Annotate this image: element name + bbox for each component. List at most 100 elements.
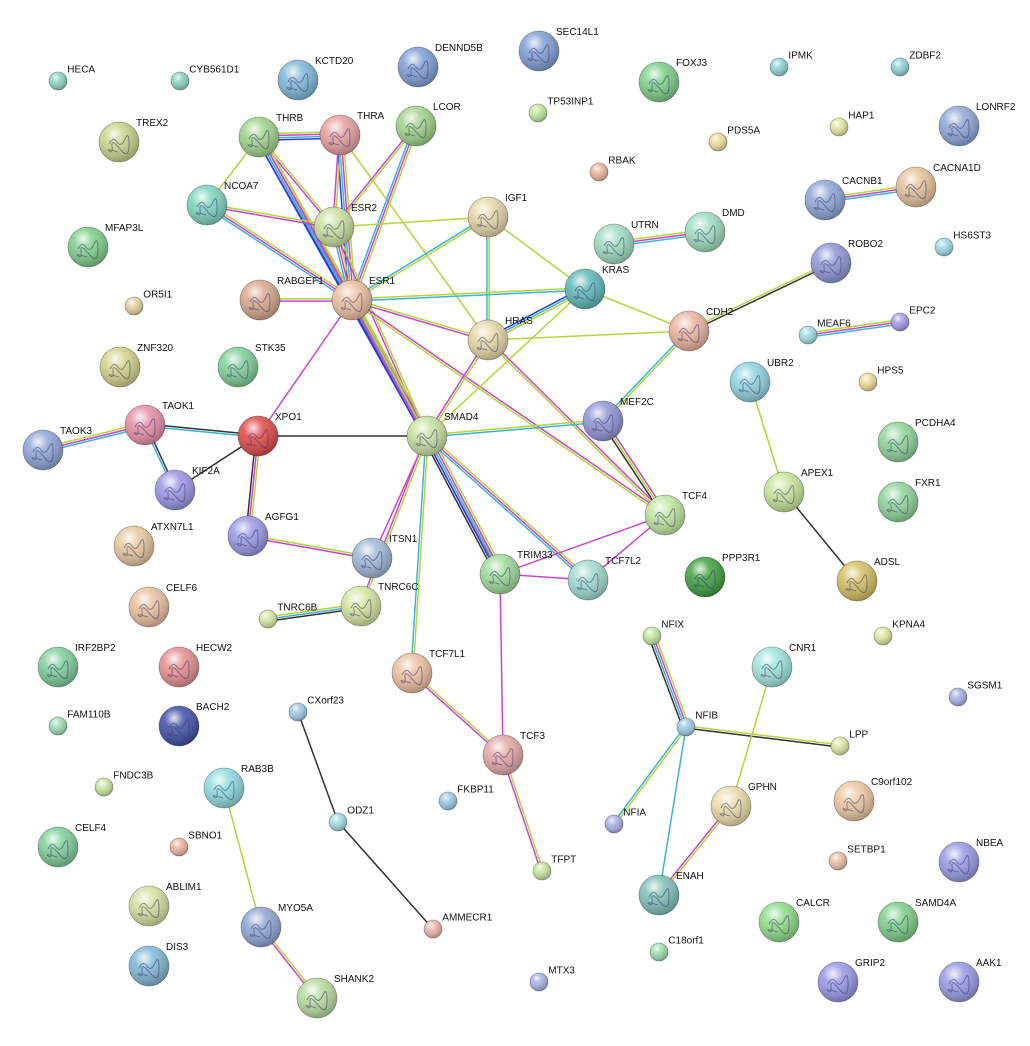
node-tcf4[interactable]: TCF4 [644, 491, 707, 536]
node-igf1[interactable]: IGF1 [467, 193, 528, 238]
node-esr2[interactable]: ESR2 [313, 203, 378, 248]
node-cacnb1[interactable]: CACNB1 [804, 176, 883, 221]
node-foxj3[interactable]: FOXJ3 [638, 58, 708, 103]
node-hs6st3[interactable]: HS6ST3 [934, 231, 992, 257]
node-celf6[interactable]: CELF6 [128, 583, 198, 628]
node-calcr[interactable]: CALCR [758, 898, 830, 943]
node-dmd[interactable]: DMD [684, 208, 745, 253]
node-znf320[interactable]: ZNF320 [99, 343, 174, 388]
node-itsn1[interactable]: ITSN1 [351, 534, 418, 579]
node-ppp3r1[interactable]: PPP3R1 [684, 553, 761, 598]
node-utrn[interactable]: UTRN [593, 220, 659, 265]
node-cyb561d1[interactable]: CYB561D1 [170, 65, 240, 91]
node-tcf3[interactable]: TCF3 [482, 731, 545, 776]
node-shank2[interactable]: SHANK2 [296, 974, 374, 1019]
node-c9orf102[interactable]: C9orf102 [833, 777, 913, 822]
node-mtx3[interactable]: MTX3 [529, 966, 575, 992]
edge-line-green [350, 300, 665, 517]
node-esr1[interactable]: ESR1 [331, 276, 396, 321]
node-stk35[interactable]: STK35 [217, 343, 286, 388]
node-c18orf1[interactable]: C18orf1 [649, 936, 704, 962]
node-robo2[interactable]: ROBO2 [810, 239, 883, 284]
node-sphere-highlight [529, 104, 547, 122]
node-sphere-highlight [830, 118, 848, 136]
node-nfia[interactable]: NFIA [604, 808, 646, 834]
node-pds5a[interactable]: PDS5A [708, 126, 760, 152]
node-thra[interactable]: THRA [319, 111, 385, 156]
node-tnrc6b[interactable]: TNRC6B [258, 603, 318, 629]
node-bach2[interactable]: BACH2 [158, 702, 230, 747]
node-rbak[interactable]: RBAK [589, 156, 636, 182]
node-kpna4[interactable]: KPNA4 [873, 620, 926, 646]
node-irf2bp2[interactable]: IRF2BP2 [37, 643, 116, 688]
node-fam110b[interactable]: FAM110B [48, 710, 111, 736]
node-rab3b[interactable]: RAB3B [203, 764, 274, 809]
node-kras[interactable]: KRAS [564, 265, 630, 310]
node-setbp1[interactable]: SETBP1 [828, 845, 886, 871]
node-rabgef1[interactable]: RABGEF1 [239, 276, 324, 321]
node-fxr1[interactable]: FXR1 [877, 478, 941, 523]
node-samd4a[interactable]: SAMD4A [877, 898, 956, 943]
node-thrb[interactable]: THRB [238, 113, 304, 158]
node-meaf6[interactable]: MEAF6 [798, 319, 851, 345]
node-sphere-highlight [896, 167, 936, 207]
node-nbea[interactable]: NBEA [938, 838, 1004, 883]
node-myo5a[interactable]: MYO5A [240, 903, 313, 948]
node-sbno1[interactable]: SBNO1 [169, 831, 223, 857]
node-tnrc6c[interactable]: TNRC6C [340, 582, 419, 627]
node-hras[interactable]: HRAS [467, 316, 533, 361]
node-trex2[interactable]: TREX2 [98, 118, 169, 163]
node-epc2[interactable]: EPC2 [890, 306, 936, 332]
node-tp53inp1[interactable]: TP53INP1 [528, 97, 594, 123]
node-kctd20[interactable]: KCTD20 [277, 56, 354, 101]
node-xpo1[interactable]: XPO1 [237, 412, 302, 457]
node-cxorf23[interactable]: CXorf23 [288, 696, 344, 722]
node-tfpt[interactable]: TFPT [532, 855, 576, 881]
node-nfib[interactable]: NFIB [676, 711, 718, 737]
node-enah[interactable]: ENAH [638, 871, 704, 916]
node-lcor[interactable]: LCOR [395, 102, 461, 147]
node-trim33[interactable]: TRIM33 [479, 550, 553, 595]
node-adsl[interactable]: ADSL [836, 557, 901, 602]
node-lpp[interactable]: LPP [830, 730, 869, 756]
node-lonrf2[interactable]: LONRF2 [938, 102, 1016, 147]
node-atxn7l1[interactable]: ATXN7L1 [113, 522, 194, 567]
node-ncoa7[interactable]: NCOA7 [186, 181, 259, 226]
node-dis3[interactable]: DIS3 [128, 942, 189, 987]
node-sec14l1[interactable]: SEC14L1 [518, 27, 599, 72]
node-cacna1d[interactable]: CACNA1D [895, 163, 981, 208]
node-apex1[interactable]: APEX1 [763, 468, 834, 513]
node-grip2[interactable]: GRIP2 [817, 958, 885, 1003]
node-celf4[interactable]: CELF4 [37, 823, 107, 868]
node-dennd5b[interactable]: DENND5B [397, 43, 483, 88]
node-hecw2[interactable]: HECW2 [158, 643, 233, 688]
node-or5i1[interactable]: OR5I1 [124, 290, 173, 316]
node-hps5[interactable]: HPS5 [858, 366, 904, 392]
node-tcf7l2[interactable]: TCF7L2 [567, 556, 642, 601]
node-fkbp11[interactable]: FKBP11 [438, 785, 494, 811]
node-heca[interactable]: HECA [48, 65, 95, 91]
node-kif2a[interactable]: KIF2A [154, 466, 220, 511]
node-sgsm1[interactable]: SGSM1 [948, 681, 1003, 707]
node-nfix[interactable]: NFIX [642, 620, 684, 646]
node-ipmk[interactable]: IPMK [769, 51, 813, 77]
node-cdh2[interactable]: CDH2 [668, 307, 734, 352]
node-mef2c[interactable]: MEF2C [582, 397, 654, 442]
node-mfap3l[interactable]: MFAP3L [67, 223, 144, 268]
node-cnr1[interactable]: CNR1 [751, 643, 817, 688]
node-smad4[interactable]: SMAD4 [406, 412, 479, 457]
node-odz1[interactable]: ODZ1 [328, 806, 374, 832]
node-gphn[interactable]: GPHN [710, 782, 777, 827]
node-aak1[interactable]: AAK1 [938, 958, 1002, 1003]
node-ammecr1[interactable]: AMMECR1 [423, 913, 493, 939]
node-taok3[interactable]: TAOK3 [22, 426, 92, 471]
node-taok1[interactable]: TAOK1 [124, 401, 194, 446]
node-tcf7l1[interactable]: TCF7L1 [391, 649, 466, 694]
node-hap1[interactable]: HAP1 [829, 111, 875, 137]
node-fndc3b[interactable]: FNDC3B [94, 771, 154, 797]
node-agfg1[interactable]: AGFG1 [227, 512, 299, 557]
node-zdbf2[interactable]: ZDBF2 [890, 51, 941, 77]
node-ablim1[interactable]: ABLIM1 [128, 882, 202, 927]
node-pcdha4[interactable]: PCDHA4 [877, 418, 956, 463]
node-ubr2[interactable]: UBR2 [729, 358, 794, 403]
